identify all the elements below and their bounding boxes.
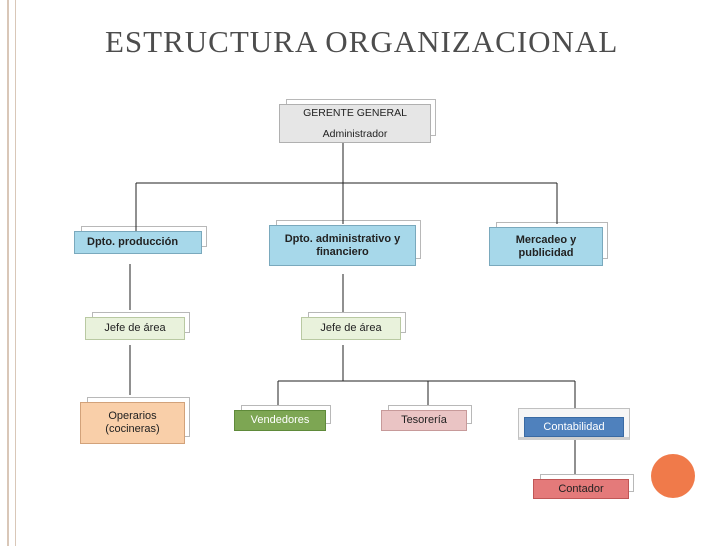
node-vendedores-label: Vendedores — [250, 414, 310, 426]
node-dpto-administrativo: Dpto. administrativo y financiero — [269, 220, 421, 266]
node-mercadeo-label: Mercadeo y publicidad — [515, 233, 577, 259]
node-tesoreria: Tesorería — [381, 405, 472, 431]
node-contabilidad: Contabilidad — [524, 417, 624, 437]
left-rail-inner — [15, 0, 16, 546]
node-dpto-produccion-label: Dpto. producción — [87, 236, 179, 248]
page-title: ESTRUCTURA ORGANIZACIONAL — [105, 24, 619, 59]
accent-circle — [651, 454, 695, 498]
node-tesoreria-label: Tesorería — [401, 414, 447, 426]
left-rail-outer — [7, 0, 9, 546]
node-contador-label: Contador — [558, 482, 604, 495]
node-mercadeo: Mercadeo y publicidad — [489, 222, 608, 266]
node-jefe-area-produccion: Jefe de área — [85, 312, 190, 340]
node-jefe-area-administrativo-label: Jefe de área — [320, 322, 382, 334]
gerente-title: GERENTE GENERAL — [303, 106, 407, 119]
node-jefe-area-administrativo: Jefe de área — [301, 312, 406, 340]
gerente-subtitle: Administrador — [322, 127, 388, 140]
node-operarios: Operarios (cocineras) — [80, 397, 190, 444]
node-gerente-general: GERENTE GENERAL Administrador — [279, 99, 436, 143]
node-dpto-produccion: Dpto. producción — [74, 226, 207, 254]
node-contabilidad-frame: Contabilidad — [518, 408, 630, 440]
node-contabilidad-label: Contabilidad — [543, 420, 605, 433]
node-jefe-area-produccion-label: Jefe de área — [104, 322, 166, 334]
node-vendedores: Vendedores — [234, 405, 331, 431]
node-dpto-administrativo-label: Dpto. administrativo y financiero — [284, 232, 401, 258]
node-operarios-label: Operarios (cocineras) — [105, 410, 160, 435]
node-contador: Contador — [533, 474, 634, 499]
